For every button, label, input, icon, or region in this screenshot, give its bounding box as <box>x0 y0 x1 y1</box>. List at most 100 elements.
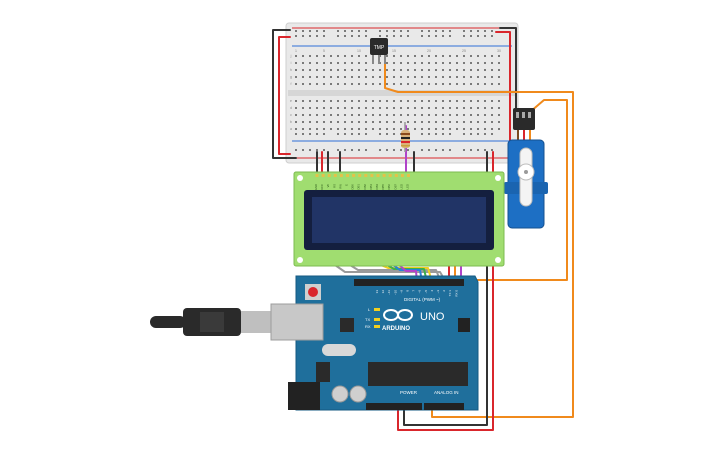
terminal-hole <box>477 107 479 109</box>
terminal-hole <box>344 100 346 102</box>
terminal-hole <box>442 121 444 123</box>
terminal-hole <box>421 76 423 78</box>
breadboard-column-number: 25 <box>462 49 466 53</box>
terminal-hole <box>407 55 409 57</box>
terminal-hole <box>414 121 416 123</box>
terminal-hole <box>484 114 486 116</box>
terminal-hole <box>316 69 318 71</box>
terminal-hole <box>393 76 395 78</box>
servo-horn-screw <box>524 170 528 174</box>
breadboard-row-letter: j <box>290 54 292 58</box>
breadboard-column-number: 1 <box>295 49 297 53</box>
terminal-hole <box>365 76 367 78</box>
terminal-hole <box>393 55 395 57</box>
terminal-hole <box>407 107 409 109</box>
power-header <box>366 403 422 410</box>
rail-hole <box>337 149 339 151</box>
reset-button[interactable] <box>308 287 318 297</box>
terminal-hole <box>351 121 353 123</box>
rail-hole <box>435 30 437 32</box>
lcd-pin-label: DB6 <box>387 184 391 190</box>
terminal-hole <box>456 107 458 109</box>
terminal-hole <box>463 76 465 78</box>
terminal-hole <box>400 76 402 78</box>
terminal-hole <box>386 76 388 78</box>
terminal-hole <box>442 128 444 130</box>
terminal-hole <box>379 100 381 102</box>
terminal-hole <box>442 83 444 85</box>
rail-hole <box>435 133 437 135</box>
rail-hole <box>421 35 423 37</box>
digital-pin-label: ~5 <box>424 290 428 294</box>
lcd-pin <box>358 174 362 177</box>
terminal-hole <box>484 55 486 57</box>
rail-hole <box>358 133 360 135</box>
terminal-hole <box>393 121 395 123</box>
breadboard-row-letter: f <box>291 82 292 86</box>
rail-hole <box>386 35 388 37</box>
terminal-hole <box>449 83 451 85</box>
rail-hole <box>323 30 325 32</box>
breadboard-row-letter: d <box>290 106 292 110</box>
terminal-hole <box>477 76 479 78</box>
terminal-hole <box>379 83 381 85</box>
terminal-hole <box>302 62 304 64</box>
terminal-hole <box>435 107 437 109</box>
breadboard-column-number: 10 <box>357 49 361 53</box>
wire-right-red <box>495 31 511 151</box>
terminal-hole <box>421 69 423 71</box>
terminal-hole <box>407 100 409 102</box>
terminal-hole <box>316 128 318 130</box>
rail-hole <box>365 35 367 37</box>
terminal-hole <box>470 121 472 123</box>
wire-right-black <box>499 27 517 121</box>
terminal-hole <box>435 100 437 102</box>
terminal-hole <box>498 121 500 123</box>
terminal-hole <box>491 62 493 64</box>
rail-hole <box>477 133 479 135</box>
led-l-label: L <box>368 307 371 312</box>
terminal-hole <box>295 83 297 85</box>
rail-hole <box>421 30 423 32</box>
lcd-pin-label: DB0 <box>351 184 355 190</box>
crystal-oscillator <box>322 344 356 356</box>
breadboard-column-number: 5 <box>323 49 325 53</box>
terminal-hole <box>302 107 304 109</box>
rail-hole <box>379 133 381 135</box>
terminal-hole <box>414 83 416 85</box>
arduino-uno: L TX RX ARDUINO UNO DIGITAL (PWM ~) POWE… <box>270 275 479 411</box>
terminal-hole <box>386 114 388 116</box>
terminal-hole <box>351 69 353 71</box>
rail-hole <box>351 35 353 37</box>
lcd-pin <box>346 174 349 177</box>
terminal-hole <box>428 128 430 130</box>
rail-hole <box>449 149 451 151</box>
lcd-pin <box>364 174 368 177</box>
rail-hole <box>309 149 311 151</box>
rail-hole <box>351 30 353 32</box>
servo-connector-pin-1 <box>516 112 519 118</box>
terminal-hole <box>442 76 444 78</box>
wires <box>272 27 574 431</box>
terminal-hole <box>470 100 472 102</box>
terminal-hole <box>400 107 402 109</box>
terminal-hole <box>386 107 388 109</box>
lcd-pin <box>400 174 404 177</box>
lcd-pin-label: V0 <box>326 184 330 188</box>
lcd-pin-label: LED <box>406 184 410 189</box>
terminal-hole <box>372 83 374 85</box>
terminal-hole <box>344 107 346 109</box>
terminal-hole <box>491 121 493 123</box>
lcd-pin-label: DB3 <box>369 184 373 190</box>
digital-pin-label: 8 <box>406 290 410 292</box>
rail-hole <box>295 133 297 135</box>
terminal-hole <box>330 114 332 116</box>
resistor <box>401 122 410 152</box>
terminal-hole <box>386 128 388 130</box>
terminal-hole <box>491 83 493 85</box>
terminal-hole <box>442 62 444 64</box>
rail-hole <box>400 35 402 37</box>
terminal-hole <box>344 55 346 57</box>
terminal-hole <box>351 55 353 57</box>
